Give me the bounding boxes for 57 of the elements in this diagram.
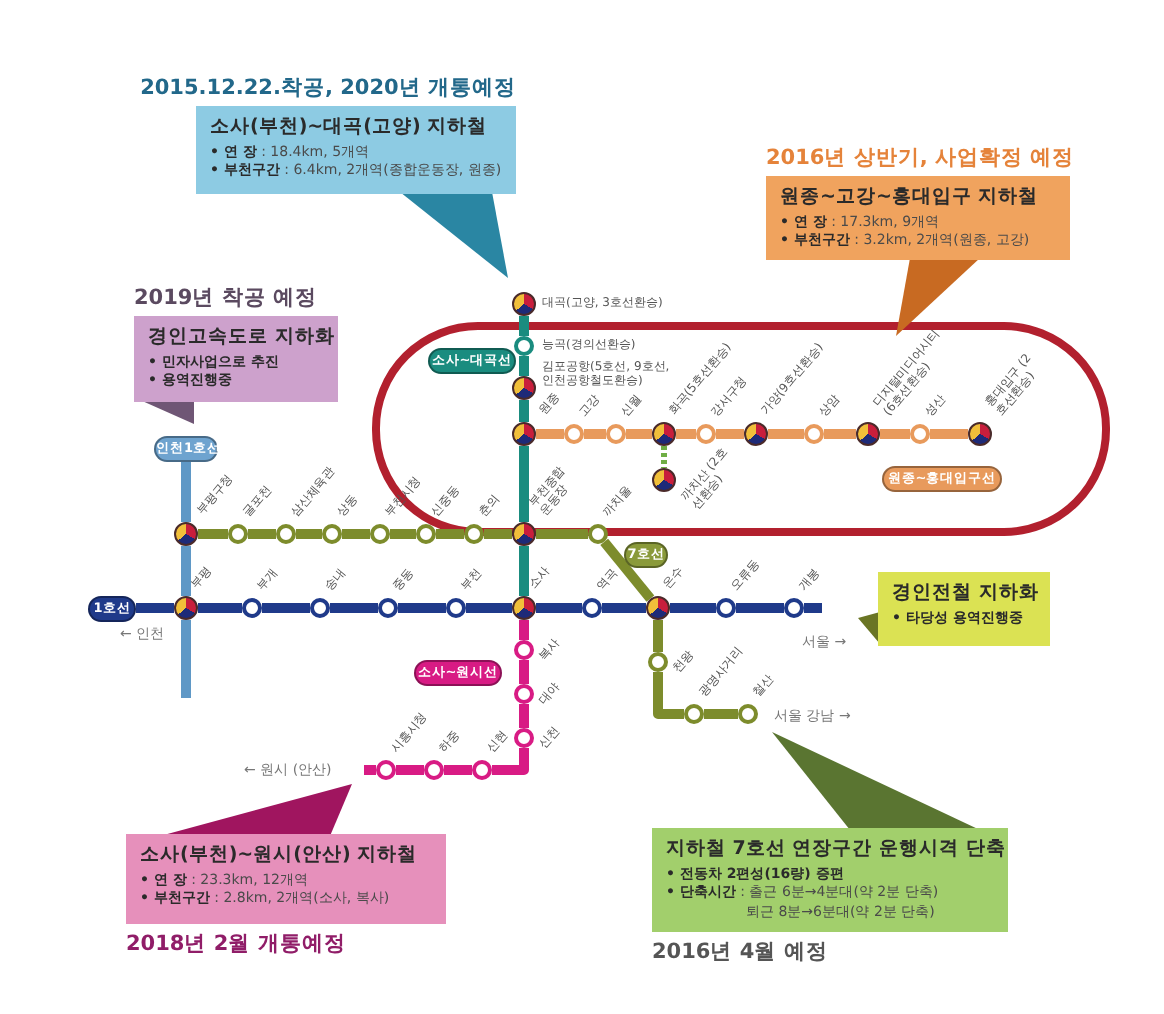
rail-line	[716, 429, 744, 439]
rail-line	[626, 429, 652, 439]
rail-line	[181, 546, 191, 596]
rail-line	[466, 603, 512, 613]
rail-line	[364, 765, 376, 775]
rail-line	[519, 660, 529, 684]
rail-line	[676, 429, 696, 439]
rail-line	[181, 461, 191, 522]
rail-line	[536, 429, 564, 439]
rail-line	[136, 603, 174, 613]
callout-title: 소사(부천)~대곡(고양) 지하철	[210, 114, 490, 140]
rail-line	[880, 429, 910, 439]
rail-line	[444, 765, 472, 775]
rail-line	[930, 429, 968, 439]
rail-line	[181, 620, 191, 698]
rail-line	[584, 429, 606, 439]
rail-line	[704, 709, 738, 719]
rail-line	[602, 603, 646, 613]
rail-line	[262, 603, 310, 613]
rail-line	[736, 603, 784, 613]
callout-title: 소사(부천)~원시(안산) 지하철	[140, 842, 420, 868]
rail-line	[198, 529, 228, 539]
rail-line	[296, 529, 322, 539]
rail-line	[492, 748, 529, 775]
rail-line	[436, 529, 464, 539]
rail-line	[398, 603, 446, 613]
callout-heading: 2019년 착공 예정	[134, 284, 318, 312]
rail-line	[519, 446, 529, 522]
rail-line	[198, 603, 242, 613]
rail-line	[519, 620, 529, 640]
rail-line	[519, 546, 529, 596]
callout-title: 원종~고강~홍대입구 지하철	[780, 184, 1041, 210]
callout-title: 경인전철 지하화	[892, 580, 1038, 606]
dashed-rail-line	[661, 446, 667, 468]
callout-heading: 2016년 4월 예정	[652, 938, 828, 966]
rail-line	[390, 529, 416, 539]
rail-line	[536, 603, 582, 613]
callout-heading: 2015.12.22.착공, 2020년 개통예정	[140, 74, 516, 102]
callout-heading: 2016년 상반기, 사업확정 예정	[766, 144, 1075, 172]
rail-line	[396, 765, 424, 775]
rail-line	[484, 529, 512, 539]
rail-line	[519, 356, 529, 376]
rail-line	[519, 400, 529, 422]
rail-line	[248, 529, 276, 539]
rail-line	[804, 603, 822, 613]
callout-heading: 2018년 2월 개통예정	[126, 930, 346, 958]
rail-line	[768, 429, 804, 439]
rail-line	[519, 316, 529, 336]
rail-line	[670, 603, 716, 613]
rail-line	[330, 603, 378, 613]
rail-line	[600, 538, 655, 602]
rail-line	[519, 704, 529, 728]
rail-line	[342, 529, 370, 539]
rail-line	[824, 429, 856, 439]
rail-line	[653, 620, 663, 652]
rail-line	[653, 672, 684, 719]
rail-line	[536, 529, 588, 539]
